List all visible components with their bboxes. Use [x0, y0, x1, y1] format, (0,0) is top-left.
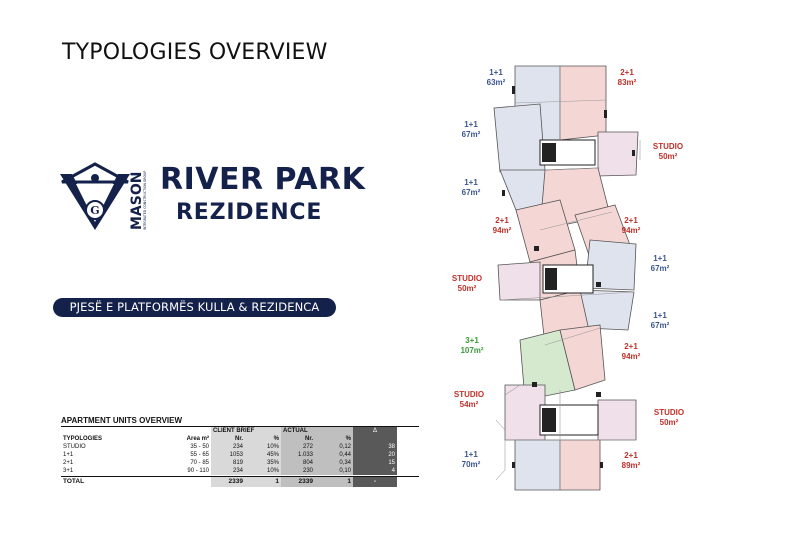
client-brief-header: CLIENT BRIEF — [211, 427, 281, 435]
col-header: Nr. — [211, 435, 245, 443]
unit-studio-plan — [504, 384, 546, 441]
cell: 45% — [245, 451, 281, 459]
cell: 230 — [281, 467, 315, 475]
cell: 234 — [211, 467, 245, 475]
brand-name-line2: REZIDENCE — [176, 200, 323, 225]
svg-text:INTEGRATED CONSTRUCTION GROUP: INTEGRATED CONSTRUCTION GROUP — [143, 171, 147, 230]
cell: 819 — [211, 459, 245, 467]
col-header: TYPOLOGIES — [63, 436, 103, 442]
cell: STUDIO — [63, 444, 86, 450]
cell: 2+1 — [63, 460, 74, 466]
cell: 3+1 — [63, 468, 74, 474]
table-group-header: CLIENT BRIEF ACTUAL Δ — [61, 427, 419, 435]
cell: 272 — [281, 443, 315, 451]
cell: 20 — [353, 451, 397, 459]
col-header: % — [245, 435, 281, 443]
mason-wordmark: MASON INTEGRATED CONSTRUCTION GROUP — [129, 171, 147, 230]
unit-studio-plan — [497, 261, 541, 301]
table-column-header: TYPOLOGIES Area m² Nr. % Nr. % — [61, 435, 419, 443]
cell: 1 — [245, 477, 281, 487]
cell: 70 - 85 — [190, 460, 209, 466]
svg-text:MASON: MASON — [129, 172, 145, 230]
unit-1plus1-plan — [493, 103, 546, 173]
cell: 2339 — [211, 477, 245, 487]
cell: - — [353, 477, 397, 487]
table-row: STUDIO 35 - 50 234 10% 272 0,12 38 — [61, 443, 419, 451]
cell: 35% — [245, 459, 281, 467]
actual-header: ACTUAL — [281, 427, 353, 435]
cell: 0,10 — [315, 467, 353, 475]
delta-header: Δ — [353, 427, 397, 435]
unit-2plus1-plan — [559, 439, 601, 491]
unit-2plus1-plan — [559, 324, 606, 391]
platform-tagline: PJESË E PLATFORMËS KULLA & REZIDENCA — [53, 298, 336, 317]
col-header: % — [315, 435, 353, 443]
apartment-units-table: APARTMENT UNITS OVERVIEW CLIENT BRIEF AC… — [61, 416, 419, 487]
cell: 38 — [353, 443, 397, 451]
cell: 90 - 110 — [187, 468, 209, 474]
cell: 15 — [353, 459, 397, 467]
cell: 804 — [281, 459, 315, 467]
cell: 10% — [245, 467, 281, 475]
col-header: Nr. — [281, 435, 315, 443]
cell: 0,44 — [315, 451, 353, 459]
col-header: Area m² — [186, 436, 209, 442]
page-title: TYPOLOGIES OVERVIEW — [62, 40, 328, 65]
unit-studio-plan — [597, 399, 637, 441]
cell: 55 - 65 — [190, 452, 209, 458]
cell: 0,12 — [315, 443, 353, 451]
table-row: 3+1 90 - 110 234 10% 230 0,10 4 — [61, 467, 419, 475]
table-title: APARTMENT UNITS OVERVIEW — [61, 416, 419, 427]
cell: 234 — [211, 443, 245, 451]
cell: 1 — [315, 477, 353, 487]
table-row: 1+1 55 - 65 1053 45% 1.033 0,44 20 — [61, 451, 419, 459]
svg-text:G: G — [90, 204, 99, 217]
cell: TOTAL — [63, 478, 85, 485]
cell: 35 - 50 — [190, 444, 209, 450]
cell: 1+1 — [63, 452, 74, 458]
unit-studio-plan — [597, 131, 639, 177]
table-total-row: TOTAL 2339 1 2339 1 - — [61, 476, 419, 487]
table-row: 2+1 70 - 85 819 35% 804 0,34 15 — [61, 459, 419, 467]
cell: 10% — [245, 443, 281, 451]
cell: 1.033 — [281, 451, 315, 459]
cell: 2339 — [281, 477, 315, 487]
col-header — [353, 435, 397, 443]
unit-1plus1-plan — [579, 289, 635, 331]
brand-name-line1: RIVER PARK — [160, 162, 366, 197]
unit-2plus1-plan — [559, 65, 607, 141]
unit-1plus1-plan — [514, 439, 561, 491]
cell: 1053 — [211, 451, 245, 459]
cell: 0,34 — [315, 459, 353, 467]
cell: 4 — [353, 467, 397, 475]
mason-logo-icon: G — [60, 162, 130, 230]
